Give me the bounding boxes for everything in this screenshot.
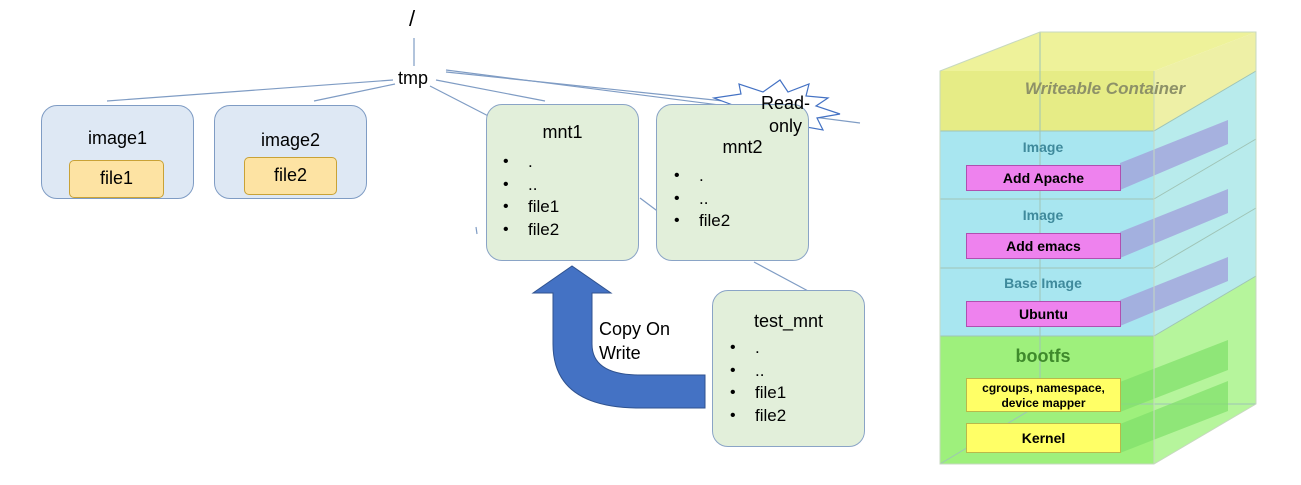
cgroups-bar-line1: cgroups, namespace,: [982, 381, 1105, 395]
tmp-to-mnt2-line: [445, 71, 744, 104]
ubuntu-slab-icon: [1120, 257, 1228, 326]
writeable-front: [940, 71, 1154, 131]
image2-title: image2: [260, 130, 321, 150]
copy-on-write-arrow: [531, 265, 706, 409]
tmp-to-mnt1-line: [435, 79, 546, 102]
tmp-to-image2-line: [313, 83, 396, 102]
image1-box: image1 file1: [41, 105, 194, 199]
kernel-slab-icon: [1120, 381, 1228, 453]
apache-bar: Add Apache: [966, 165, 1121, 191]
list-item: ..: [674, 188, 730, 211]
writeable-side: [1154, 32, 1256, 131]
image1-title: image1: [87, 128, 148, 148]
list-item: file1: [730, 382, 786, 405]
list-item: file2: [503, 219, 559, 242]
mnt1-tick-line: [475, 226, 478, 235]
emacs-layer-title: Image: [1022, 207, 1064, 223]
list-item: file1: [503, 196, 559, 219]
stack-outline: [939, 31, 1257, 465]
mnt1-list: . .. file1 file2: [503, 151, 559, 241]
apache-slab-icon: [1120, 120, 1228, 190]
divider-line: [1153, 138, 1257, 200]
apache-layer-title: Image: [1022, 139, 1064, 155]
readonly-label-line2: only: [769, 116, 803, 136]
test-mnt-list: . .. file1 file2: [730, 337, 786, 427]
cow-label-line1: Copy On: [599, 319, 671, 339]
test-mnt-title: test_mnt: [753, 311, 824, 331]
bootfs-slab-icon: [1120, 340, 1228, 412]
cgroups-bar: cgroups, namespace, device mapper: [966, 378, 1121, 412]
mnt1-box: mnt1 . .. file1 file2: [486, 104, 639, 261]
root-label: /: [409, 6, 416, 31]
list-item: ..: [503, 174, 559, 197]
list-item: .: [503, 151, 559, 174]
writeable-container-title: Writeable Container: [1024, 79, 1186, 98]
cow-label-line2: Write: [599, 343, 641, 363]
mnt2-list: . .. file2: [674, 165, 730, 233]
list-item: file2: [674, 210, 730, 233]
readonly-label-line1: Read-: [761, 93, 811, 113]
list-item: .: [674, 165, 730, 188]
kernel-bar: Kernel: [966, 423, 1121, 453]
cgroups-bar-line2: device mapper: [1001, 396, 1086, 410]
emacs-bar: Add emacs: [966, 233, 1121, 259]
emacs-slab-icon: [1120, 189, 1228, 258]
list-item: .: [730, 337, 786, 360]
divider-line: [1153, 207, 1257, 269]
writeable-top: [940, 32, 1256, 71]
tmp-to-image1-line: [106, 79, 394, 102]
mnt2-box: mnt2 . .. file2: [656, 104, 809, 261]
bootfs-title: bootfs: [1015, 346, 1071, 366]
mnt2-to-testmnt-line: [753, 261, 811, 293]
image1-file-chip: file1: [69, 160, 164, 198]
mnt1-title: mnt1: [542, 122, 583, 142]
tmp-label: tmp: [398, 68, 429, 88]
image2-box: image2 file2: [214, 105, 367, 199]
base-image-title: Base Image: [1004, 275, 1082, 291]
list-item: file2: [730, 405, 786, 428]
ubuntu-bar: Ubuntu: [966, 301, 1121, 327]
divider-line: [1153, 70, 1257, 132]
mnt2-title: mnt2: [722, 137, 763, 157]
list-item: ..: [730, 360, 786, 383]
divider-line: [1153, 275, 1257, 337]
test-mnt-box: test_mnt . .. file1 file2: [712, 290, 865, 447]
image2-file-chip: file2: [244, 157, 337, 195]
